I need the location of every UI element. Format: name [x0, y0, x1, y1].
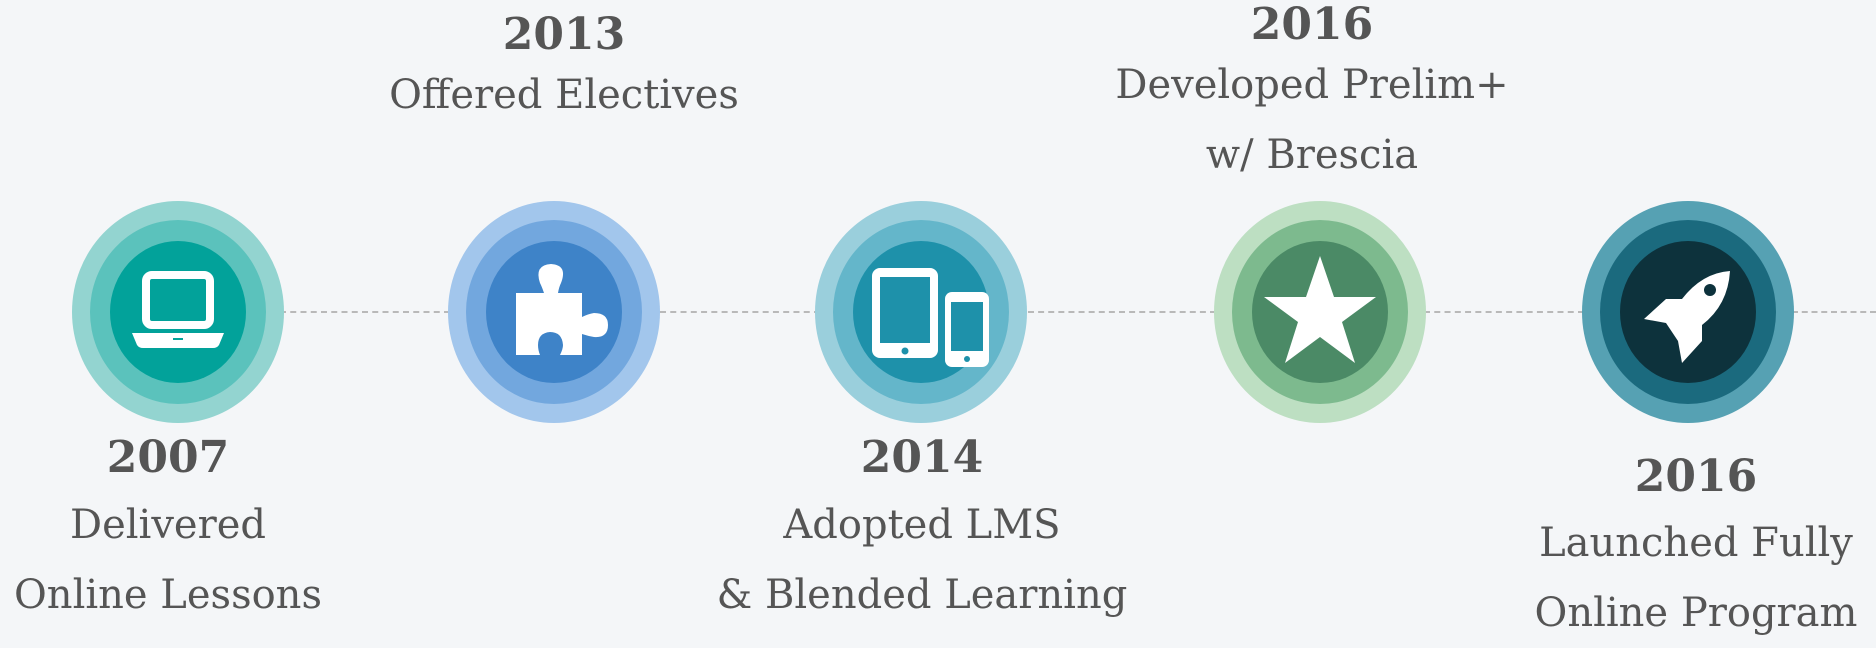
milestone-2016-launch-circle	[1582, 201, 1794, 423]
milestone-description: Online Program	[1534, 590, 1858, 636]
timeline-connector	[280, 311, 450, 313]
milestone-description: Online Lessons	[14, 572, 322, 618]
milestone-2013-circle	[448, 201, 660, 423]
milestone-year: 2016	[1634, 451, 1758, 502]
milestone-description: Offered Electives	[389, 72, 739, 118]
timeline-connector	[1424, 311, 1584, 313]
star-icon	[1264, 256, 1376, 363]
milestone-description: w/ Brescia	[1205, 132, 1419, 178]
milestone-year: 2014	[860, 432, 984, 483]
milestone-description: Launched Fully	[1539, 520, 1853, 566]
timeline-connector	[660, 311, 820, 313]
milestone-2014-label: 2014 Adopted LMS & Blended Learning	[710, 433, 1134, 630]
milestone-description: Developed Prelim+	[1115, 62, 1509, 108]
milestone-year: 2007	[106, 432, 230, 483]
milestone-2016-prelim-circle	[1214, 201, 1426, 423]
milestone-2016-launch-label: 2016 Launched Fully Online Program	[1516, 452, 1876, 648]
milestone-2007-circle	[72, 201, 284, 423]
timeline-connector	[1792, 311, 1876, 313]
milestone-description: & Blended Learning	[716, 572, 1128, 618]
timeline-connector	[1028, 311, 1216, 313]
puzzle-piece-icon	[516, 264, 608, 355]
rocket-icon	[1644, 271, 1730, 363]
milestone-2007-label: 2007 Delivered Online Lessons	[0, 433, 336, 630]
milestone-year: 2016	[1250, 0, 1374, 50]
milestone-2016-prelim-label: 2016 Developed Prelim+ w/ Brescia	[1100, 0, 1524, 190]
milestone-2014-circle	[815, 201, 1027, 423]
milestone-2013-label: 2013 Offered Electives	[364, 10, 764, 130]
laptop-icon	[132, 271, 224, 348]
milestone-description: Delivered	[70, 502, 266, 548]
milestone-description: Adopted LMS	[783, 502, 1061, 548]
milestone-year: 2013	[502, 9, 626, 60]
tablet-phone-icon	[872, 268, 989, 367]
